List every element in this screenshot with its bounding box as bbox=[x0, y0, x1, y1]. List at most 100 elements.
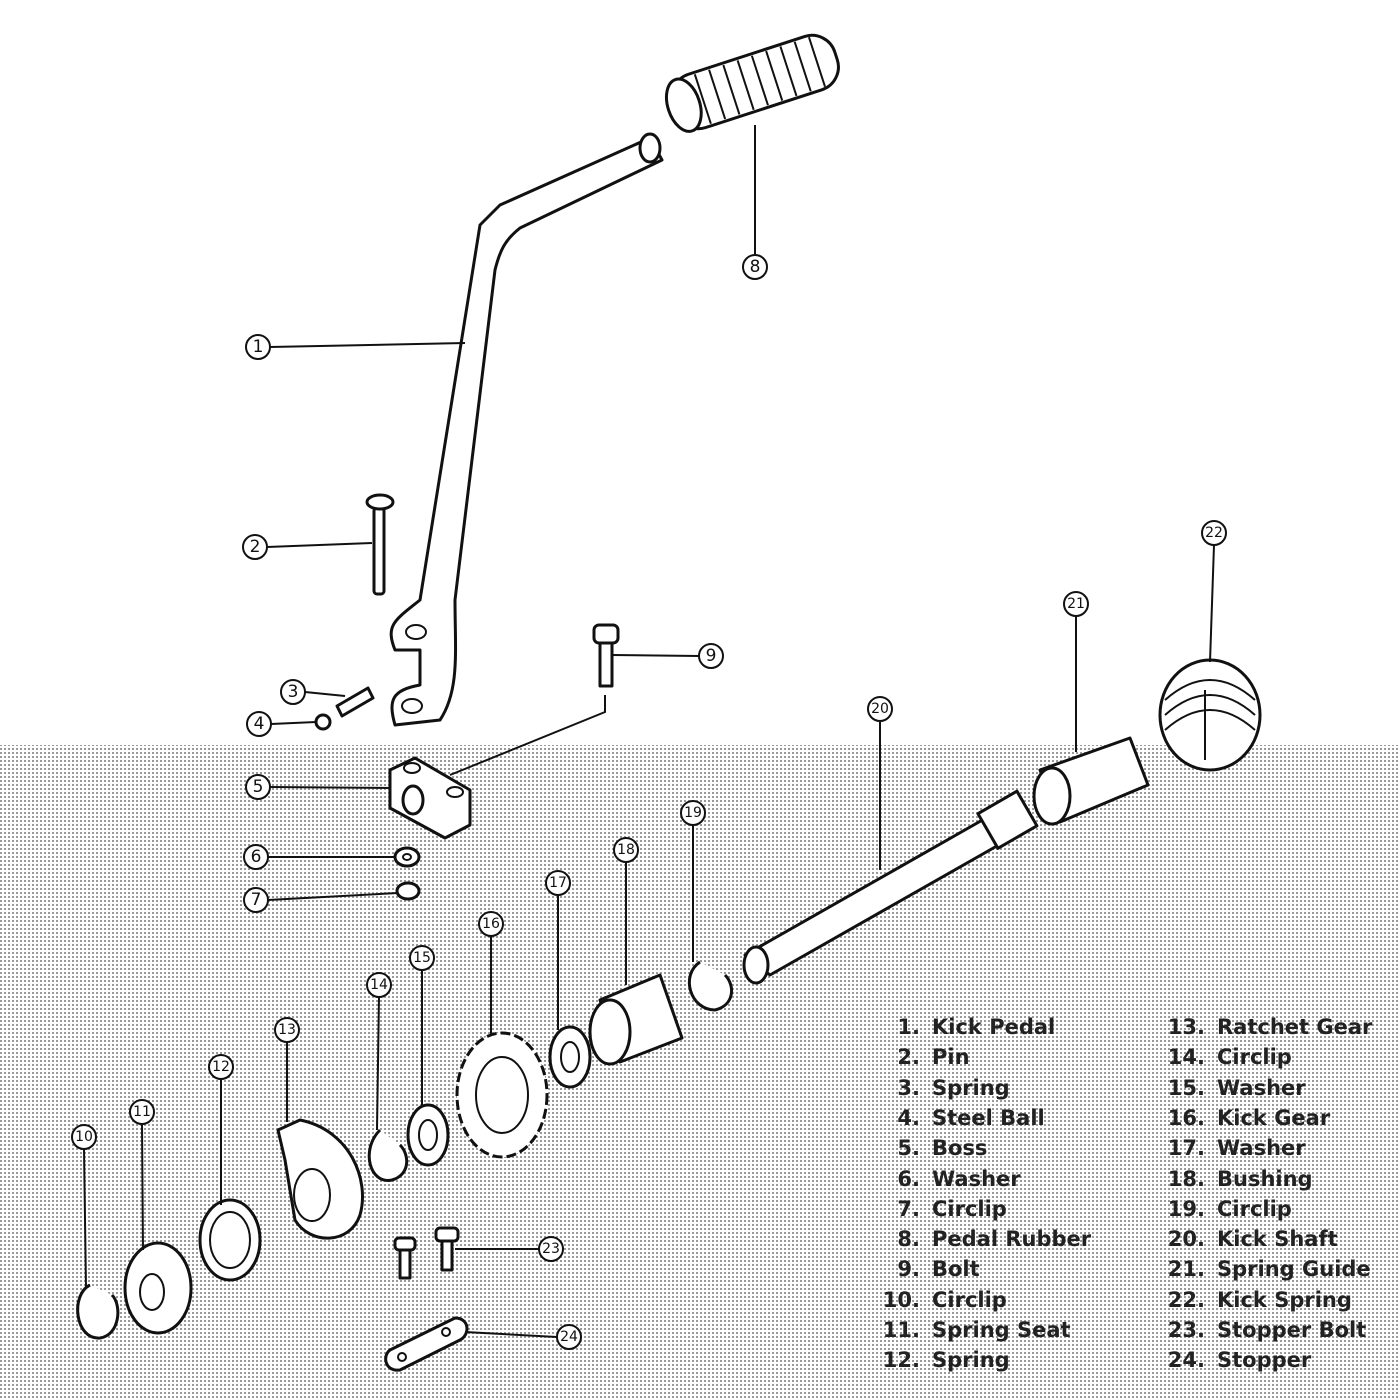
legend-number: 12. bbox=[882, 1348, 920, 1373]
legend-label: Washer bbox=[1217, 1075, 1306, 1100]
callout-15: 15 bbox=[409, 945, 435, 971]
part-bushing bbox=[588, 973, 684, 1066]
part-stopper-bolts bbox=[393, 1226, 460, 1280]
legend-label: Ratchet Gear bbox=[1217, 1015, 1373, 1039]
legend-item: 6.Washer bbox=[880, 1164, 1020, 1194]
part-spring-seat bbox=[123, 1241, 193, 1335]
legend-number: 10. bbox=[882, 1287, 920, 1312]
svg-text:23: 23 bbox=[542, 1241, 560, 1257]
legend-label: Stopper Bolt bbox=[1217, 1318, 1367, 1342]
legend-item: 2.Pin bbox=[880, 1042, 969, 1072]
legend-item: 14.Circlip bbox=[1160, 1042, 1292, 1072]
legend-number: 16. bbox=[1167, 1105, 1205, 1130]
svg-text:5: 5 bbox=[253, 777, 264, 797]
svg-text:6: 6 bbox=[251, 847, 262, 867]
svg-text:10: 10 bbox=[75, 1129, 93, 1145]
legend-item: 4.Steel Ball bbox=[880, 1103, 1044, 1133]
legend-number: 9. bbox=[897, 1257, 920, 1282]
legend-number: 8. bbox=[897, 1227, 920, 1252]
part-washer-6 bbox=[393, 846, 421, 868]
svg-text:20: 20 bbox=[871, 701, 889, 717]
legend-item: 11. Spring Seat bbox=[880, 1315, 1071, 1345]
part-ratchet-gear bbox=[276, 1118, 364, 1240]
callout-16: 16 bbox=[478, 911, 504, 937]
callout-19: 19 bbox=[680, 800, 706, 826]
svg-text:17: 17 bbox=[549, 875, 567, 891]
callout-8: 8 bbox=[742, 254, 768, 280]
callout-1: 1 bbox=[245, 334, 271, 360]
legend-item: 10.Circlip bbox=[880, 1285, 1007, 1315]
part-circlip-14 bbox=[367, 1128, 409, 1182]
part-pin bbox=[365, 493, 395, 596]
svg-text:22: 22 bbox=[1205, 525, 1223, 541]
svg-text:7: 7 bbox=[251, 890, 262, 910]
part-kick-pedal bbox=[389, 132, 664, 727]
legend-item: 19.Circlip bbox=[1160, 1194, 1292, 1224]
callout-24: 24 bbox=[556, 1324, 582, 1350]
callout-23: 23 bbox=[538, 1236, 564, 1262]
legend-number: 11. bbox=[882, 1318, 920, 1342]
svg-text:3: 3 bbox=[288, 682, 299, 702]
svg-text:4: 4 bbox=[254, 714, 265, 734]
leader-lines bbox=[83, 125, 1215, 1338]
bolt-assembly-line bbox=[449, 695, 606, 776]
legend-item: 8. Pedal Rubber bbox=[880, 1224, 1091, 1254]
legend-number: 1. bbox=[897, 1015, 920, 1039]
callout-7: 7 bbox=[243, 887, 269, 913]
legend-number: 3. bbox=[897, 1075, 920, 1100]
legend-label: Kick Spring bbox=[1217, 1287, 1352, 1312]
legend-item: 15.Washer bbox=[1160, 1073, 1306, 1103]
callout-20: 20 bbox=[867, 696, 893, 722]
part-spring bbox=[335, 686, 375, 718]
svg-text:15: 15 bbox=[413, 950, 431, 966]
callout-18: 18 bbox=[613, 837, 639, 863]
legend-number: 23. bbox=[1167, 1318, 1205, 1342]
legend-label: Kick Gear bbox=[1217, 1105, 1331, 1130]
legend-item: 24.Stopper bbox=[1160, 1345, 1311, 1375]
svg-text:18: 18 bbox=[617, 842, 635, 858]
legend-number: 20. bbox=[1167, 1227, 1205, 1252]
part-kick-spring bbox=[1158, 658, 1262, 772]
callout-12: 12 bbox=[208, 1054, 234, 1080]
legend-label: Bolt bbox=[932, 1257, 980, 1282]
svg-text:16: 16 bbox=[482, 916, 500, 932]
part-washer-17 bbox=[548, 1025, 592, 1089]
callout-5: 5 bbox=[245, 774, 271, 800]
legend-label: Stopper bbox=[1217, 1348, 1312, 1373]
legend-number: 17. bbox=[1167, 1136, 1205, 1161]
svg-text:1: 1 bbox=[253, 337, 264, 357]
part-circlip-7 bbox=[395, 881, 421, 901]
svg-text:21: 21 bbox=[1067, 596, 1085, 612]
callout-22: 22 bbox=[1201, 520, 1227, 546]
legend-number: 18. bbox=[1167, 1166, 1205, 1191]
callout-17: 17 bbox=[545, 870, 571, 896]
legend-label: Spring Guide bbox=[1217, 1257, 1371, 1282]
legend-item: 5.Boss bbox=[880, 1133, 987, 1163]
legend-label: Washer bbox=[1217, 1136, 1306, 1161]
callout-14: 14 bbox=[366, 972, 392, 998]
callout-21: 21 bbox=[1063, 591, 1089, 617]
legend-number: 2. bbox=[897, 1045, 920, 1070]
legend-label: Kick Pedal bbox=[932, 1015, 1056, 1039]
legend-item: 16. Kick Gear bbox=[1160, 1103, 1330, 1133]
part-bolt bbox=[592, 623, 620, 688]
legend-label: Pedal Rubber bbox=[932, 1227, 1092, 1252]
legend-label: Kick Shaft bbox=[1217, 1227, 1338, 1252]
legend-number: 6. bbox=[897, 1166, 920, 1191]
legend-item: 7.Circlip bbox=[880, 1194, 1006, 1224]
callout-6: 6 bbox=[243, 844, 269, 870]
legend-number: 21. bbox=[1167, 1257, 1205, 1282]
svg-text:13: 13 bbox=[278, 1022, 296, 1038]
legend-number: 14. bbox=[1167, 1045, 1205, 1070]
callout-2: 2 bbox=[242, 534, 268, 560]
part-steel-ball bbox=[314, 713, 332, 731]
callout-11: 11 bbox=[129, 1099, 155, 1125]
legend-number: 7. bbox=[897, 1196, 920, 1221]
svg-text:19: 19 bbox=[684, 805, 702, 821]
callout-9: 9 bbox=[698, 643, 724, 669]
legend-label: Spring Seat bbox=[932, 1318, 1071, 1342]
legend-number: 19. bbox=[1167, 1196, 1205, 1221]
legend-number: 4. bbox=[897, 1105, 920, 1130]
